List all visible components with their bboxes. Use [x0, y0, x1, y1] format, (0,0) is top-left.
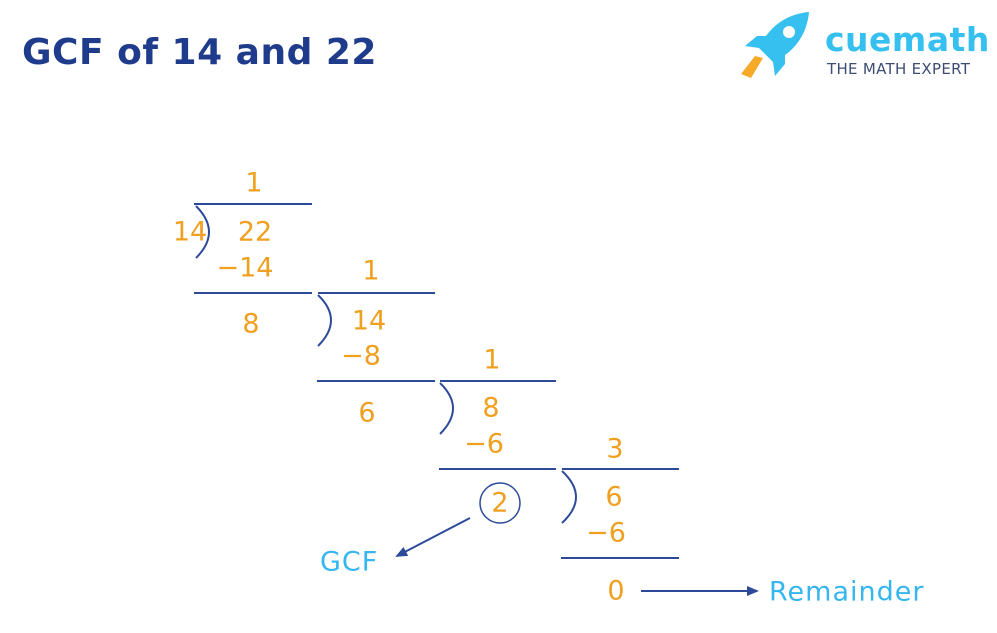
final-remainder: 0: [607, 575, 625, 607]
step2-bracket: [317, 294, 332, 347]
step1-remainder: 8: [242, 308, 260, 340]
brand-tagline: THE MATH EXPERT: [827, 60, 971, 78]
step4-quotient: 3: [606, 433, 624, 465]
step3-bracket: [439, 382, 454, 435]
gcf-arrow: [395, 517, 471, 557]
step2-quotient: 1: [362, 255, 380, 287]
step4-bracket: [561, 470, 577, 524]
remainder-label: Remainder: [769, 576, 925, 608]
brand-name: cuemath: [825, 20, 990, 59]
gcf-circle: [479, 482, 521, 524]
step2-remainder: 6: [358, 397, 376, 429]
step3-subtract: −6: [464, 428, 504, 460]
step4-subtract: −6: [586, 517, 626, 549]
step4-dividend: 6: [605, 481, 623, 513]
gcf-value: 2: [491, 487, 509, 519]
step1-dividend: 22: [237, 216, 273, 248]
page-title: GCF of 14 and 22: [22, 32, 377, 73]
step2-subtract: −8: [341, 340, 381, 372]
step1-bracket: [195, 205, 210, 259]
gcf-label: GCF: [320, 546, 379, 578]
step1-divisor: 14: [172, 216, 208, 248]
step2-dividend: 14: [351, 305, 387, 337]
step3-dividend: 8: [482, 392, 500, 424]
step1-quotient: 1: [245, 167, 263, 199]
rocket-icon: [741, 12, 809, 78]
step1-subtract: −14: [216, 252, 274, 284]
step3-quotient: 1: [483, 344, 501, 376]
